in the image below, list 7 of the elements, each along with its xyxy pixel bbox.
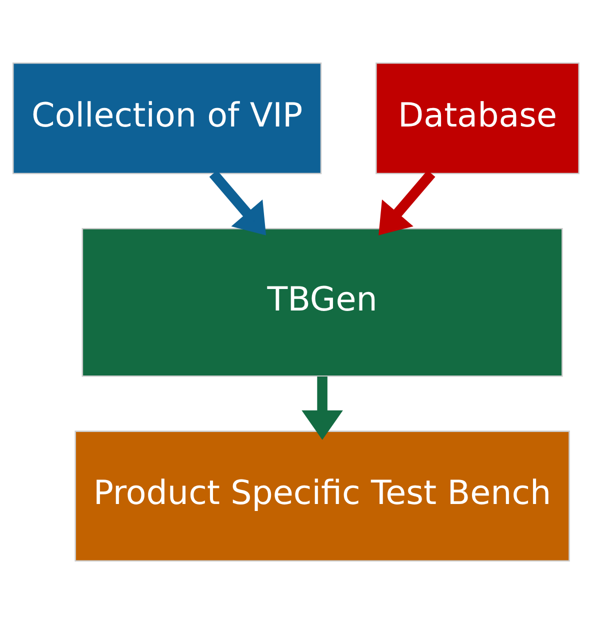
node-box: Collection of VIP bbox=[12, 62, 322, 174]
node-box: Product Specific Test Bench bbox=[74, 430, 570, 562]
arrow bbox=[209, 170, 266, 235]
arrow bbox=[378, 170, 436, 235]
node-box: TBGen bbox=[82, 227, 563, 376]
arrow bbox=[302, 376, 343, 440]
node-box: Database bbox=[376, 62, 580, 174]
